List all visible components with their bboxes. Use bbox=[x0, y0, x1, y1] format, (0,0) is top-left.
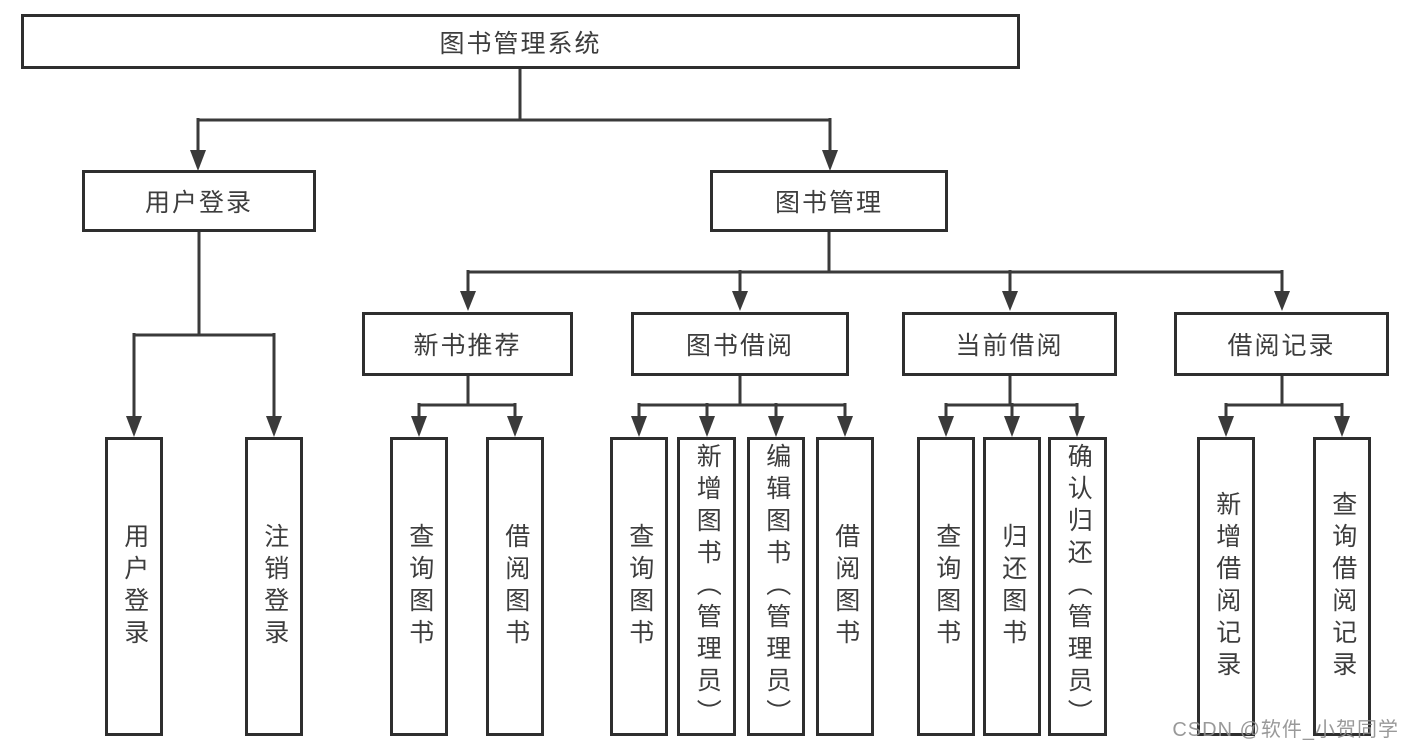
node-leaf-query-book-borrow: 查询图书 bbox=[610, 437, 668, 736]
node-book-management: 图书管理 bbox=[710, 170, 948, 232]
node-leaf-label: 查询图书 bbox=[405, 522, 434, 651]
node-leaf-return-book: 归还图书 bbox=[983, 437, 1041, 736]
node-leaf-borrow-book: 借阅图书 bbox=[816, 437, 874, 736]
node-leaf-label: 借阅图书 bbox=[501, 522, 530, 651]
node-leaf-query-borrow-record: 查询借阅记录 bbox=[1313, 437, 1371, 736]
node-current-borrow: 当前借阅 bbox=[902, 312, 1117, 376]
node-leaf-confirm-return-admin: 确认归还（管理员） bbox=[1048, 437, 1107, 736]
node-leaf-label: 查询图书 bbox=[625, 522, 654, 651]
node-leaf-label: 查询图书 bbox=[932, 522, 961, 651]
node-leaf-add-book-admin: 新增图书（管理员） bbox=[677, 437, 736, 736]
node-leaf-user-login: 用户登录 bbox=[105, 437, 163, 736]
node-root-system-label: 图书管理系统 bbox=[439, 29, 602, 58]
node-user-login: 用户登录 bbox=[82, 170, 316, 232]
csdn-watermark: CSDN @软件_小贺同学 bbox=[1172, 719, 1399, 741]
node-leaf-label: 确认归还（管理员） bbox=[1064, 442, 1093, 731]
node-leaf-add-borrow-record: 新增借阅记录 bbox=[1197, 437, 1255, 736]
node-leaf-user-login-label: 用户登录 bbox=[120, 522, 149, 651]
node-leaf-borrow-book-recommend: 借阅图书 bbox=[486, 437, 544, 736]
node-book-borrow-label: 图书借阅 bbox=[685, 332, 794, 360]
node-leaf-label: 编辑图书（管理员） bbox=[762, 442, 791, 731]
node-new-book-recommend-label: 新书推荐 bbox=[413, 332, 522, 360]
node-leaf-label: 查询借阅记录 bbox=[1328, 490, 1357, 683]
node-borrow-records: 借阅记录 bbox=[1174, 312, 1389, 376]
node-leaf-label: 归还图书 bbox=[998, 522, 1027, 651]
node-leaf-edit-book-admin: 编辑图书（管理员） bbox=[747, 437, 805, 736]
node-leaf-label: 新增图书（管理员） bbox=[693, 442, 722, 731]
node-current-borrow-label: 当前借阅 bbox=[955, 332, 1064, 360]
node-leaf-label: 借阅图书 bbox=[831, 522, 860, 651]
node-leaf-logout: 注销登录 bbox=[245, 437, 303, 736]
node-user-login-label: 用户登录 bbox=[144, 189, 253, 217]
node-leaf-query-book-recommend: 查询图书 bbox=[390, 437, 448, 736]
node-leaf-query-book-current: 查询图书 bbox=[917, 437, 975, 736]
node-book-borrow: 图书借阅 bbox=[631, 312, 849, 376]
node-new-book-recommend: 新书推荐 bbox=[362, 312, 573, 376]
node-leaf-label: 新增借阅记录 bbox=[1212, 490, 1241, 683]
node-borrow-records-label: 借阅记录 bbox=[1227, 332, 1336, 360]
node-leaf-logout-label: 注销登录 bbox=[260, 522, 289, 651]
node-book-management-label: 图书管理 bbox=[774, 189, 883, 217]
node-root-system: 图书管理系统 bbox=[21, 14, 1020, 69]
